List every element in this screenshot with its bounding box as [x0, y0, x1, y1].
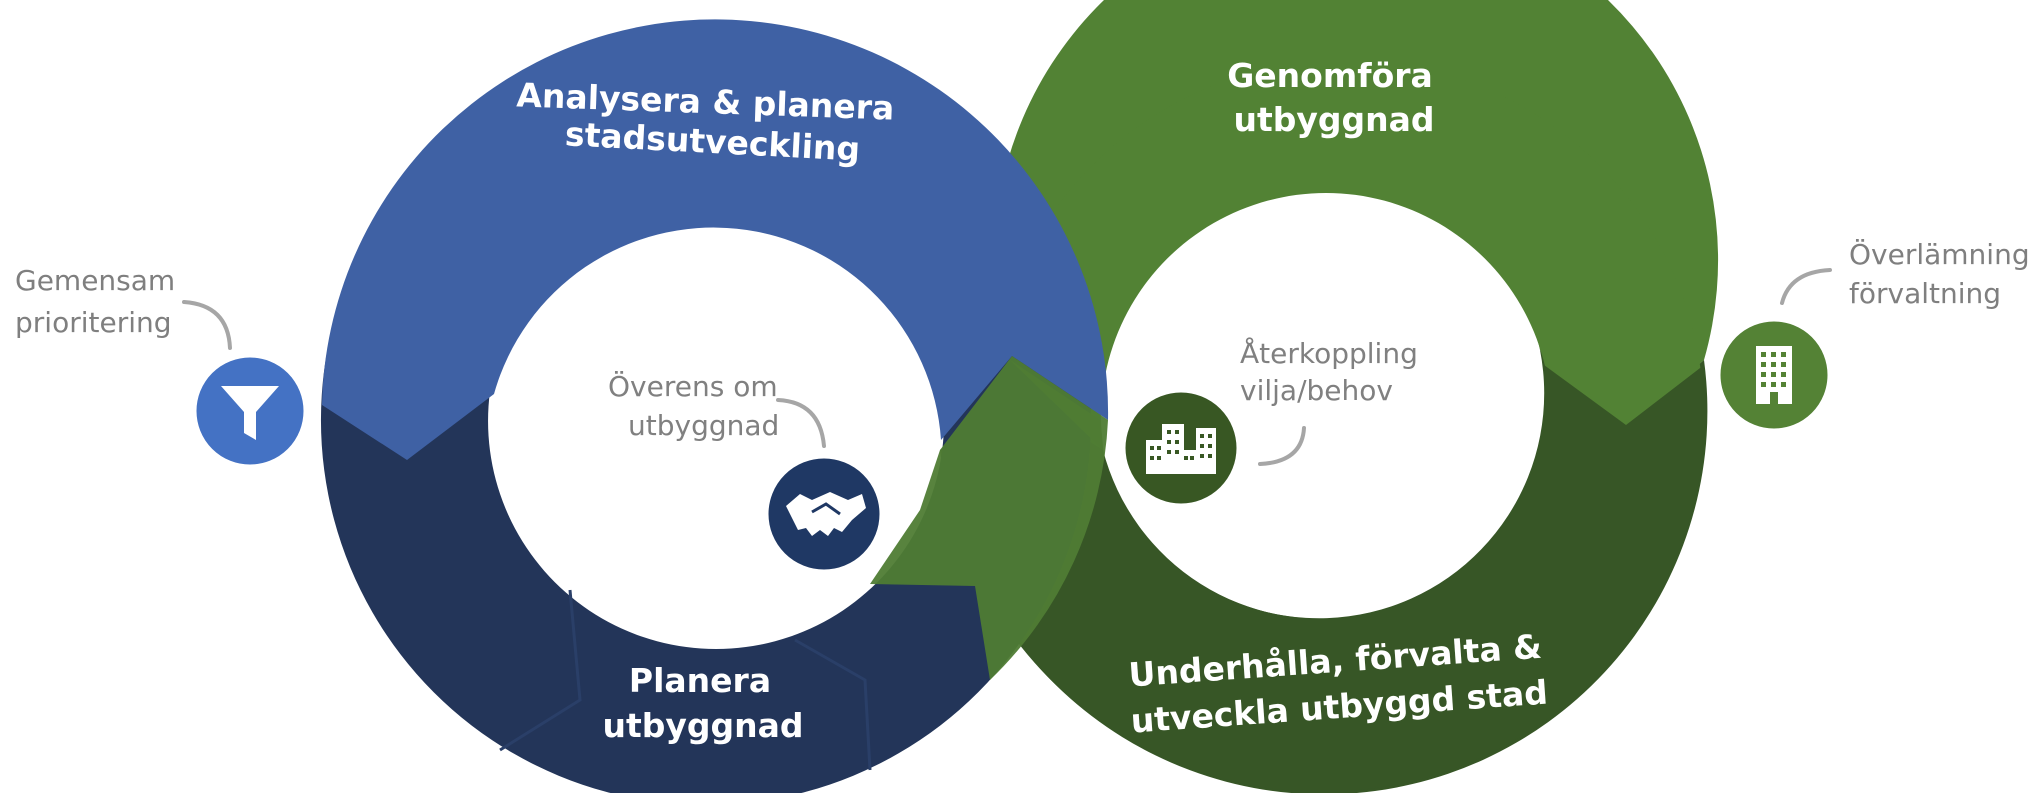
filter-icon	[191, 352, 309, 470]
callout-aterkoppling-label-line1: Återkoppling	[1240, 336, 1418, 370]
segment-divider	[794, 638, 872, 771]
callout-overlamning-label-line2: förvaltning	[1849, 277, 2001, 310]
callout-gemensam-label-line1: Gemensam	[15, 264, 175, 297]
callout-gemensam-line	[182, 300, 232, 350]
city-buildings-icon	[1120, 387, 1242, 509]
callout-gemensam-label-line2: prioritering	[15, 306, 172, 339]
segment-analysera-arc	[322, 19, 1109, 460]
callout-overens-line	[776, 398, 826, 448]
office-building-icon	[1715, 316, 1833, 434]
callout-overlamning-line	[1780, 268, 1832, 305]
right-loop-ring	[940, 60, 1707, 792]
ring-overlap	[870, 356, 1108, 680]
segment-planera-label-line1: Planera	[629, 661, 771, 700]
callout-aterkoppling-line	[1258, 426, 1306, 466]
left-loop	[320, 19, 1109, 798]
callout-overens-label-line2: utbyggnad	[628, 409, 779, 442]
segment-genomfora-label-line2: utbyggnad	[1233, 100, 1434, 139]
segment-genomfora-label-line1: Genomföra	[1227, 56, 1433, 95]
callout-aterkoppling-label-line2: vilja/behov	[1240, 374, 1393, 407]
callout-overens-label-line1: Överens om	[608, 369, 778, 403]
callout-overlamning-label-line1: Överlämning	[1849, 237, 2030, 271]
segment-planera-label-line2: utbyggnad	[602, 706, 803, 745]
segment-divider	[499, 589, 582, 752]
handshake-icon	[763, 453, 885, 575]
